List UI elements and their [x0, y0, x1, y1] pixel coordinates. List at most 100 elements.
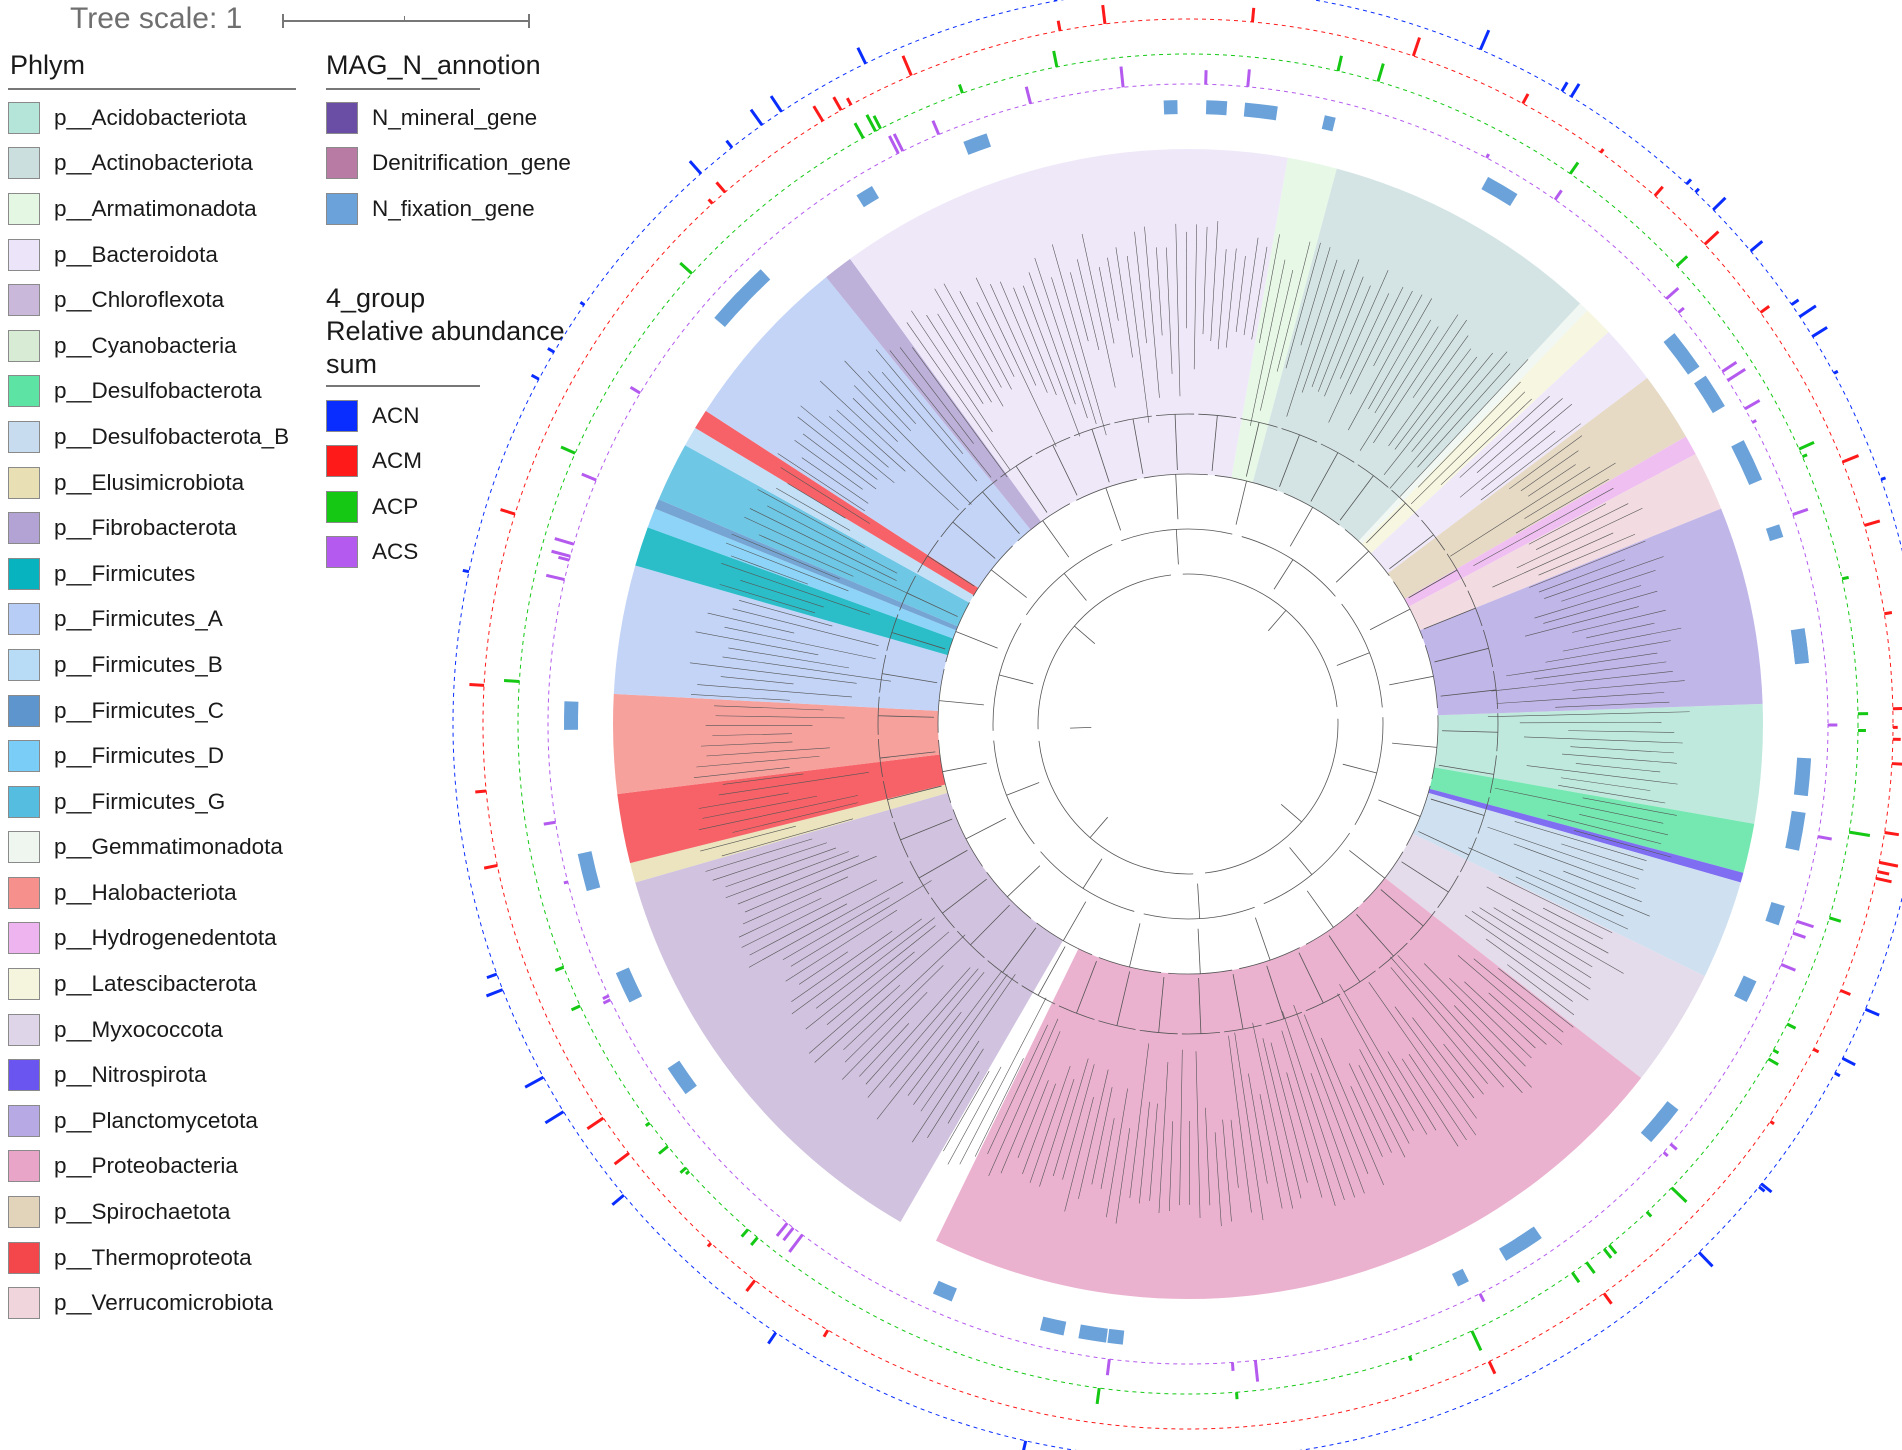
internal-branch — [1267, 610, 1287, 632]
internal-branch — [1281, 428, 1318, 443]
n-fixation-block — [1243, 102, 1278, 121]
abundance-bar — [1727, 368, 1746, 382]
leaf-branch — [1443, 1043, 1484, 1095]
phylum-legend-item-label: p__Desulfobacterota — [54, 378, 262, 404]
leaf-branch — [1022, 285, 1081, 437]
leaf-branch — [1459, 395, 1550, 478]
leaf-branch — [1358, 1065, 1406, 1158]
leaf-branch — [1491, 671, 1673, 692]
abundance-bar — [1811, 326, 1828, 338]
leaf-branch — [1582, 797, 1677, 816]
abundance-bar — [865, 114, 877, 133]
abundance-bar — [888, 135, 900, 155]
leaf-branch — [1193, 224, 1198, 370]
phylum-legend-item-p-spirochaetota: p__Spirochaetota — [8, 1189, 308, 1235]
leaf-branch — [1506, 652, 1658, 677]
abundance-bar — [1798, 441, 1815, 451]
phylum-legend-item-swatch — [8, 740, 40, 773]
leaf-branch — [1107, 257, 1119, 321]
phylum-legend-item-label: p__Desulfobacterota_B — [54, 423, 290, 449]
internal-branch — [1273, 559, 1294, 590]
abundance-bar — [554, 965, 565, 972]
leaf-branch — [1423, 963, 1526, 1067]
leaf-branch — [1450, 466, 1591, 557]
internal-branch — [1298, 952, 1324, 1004]
leaf-branch — [1359, 326, 1439, 451]
leaf-branch — [1394, 348, 1472, 450]
leaf-branch — [1399, 359, 1529, 497]
abundance-bar — [1553, 189, 1563, 201]
abundance-bar — [1408, 1355, 1413, 1362]
ring-gap — [587, 815, 619, 827]
phylum-legend-item-label: p__Gemmatimonadota — [54, 834, 283, 860]
leaf-branch — [1412, 319, 1467, 399]
leaf-branch — [721, 818, 854, 857]
leaf-branch — [776, 487, 851, 531]
leaf-branch — [1301, 269, 1345, 393]
abundance-bar — [581, 472, 597, 482]
leaf-branch — [1538, 869, 1650, 917]
leaf-branch — [1347, 294, 1423, 431]
phylum-legend-item-swatch — [8, 1287, 40, 1320]
clade-p-spirochaetota — [1387, 377, 1686, 599]
phylum-legend-item-label: p__Bacteroidota — [54, 241, 218, 267]
internal-branch — [909, 860, 930, 895]
leaf-branch — [1293, 1005, 1365, 1194]
leaf-branch — [690, 694, 790, 701]
phylum-legend-item-swatch — [8, 876, 40, 909]
abundance-bar — [1235, 1392, 1239, 1400]
internal-branch — [900, 818, 953, 841]
leaf-branch — [749, 508, 897, 581]
leaf-branch — [927, 1048, 984, 1138]
leaf-branch — [1039, 1078, 1075, 1187]
leaf-branch — [1022, 1083, 1056, 1175]
n-fixation-block — [1107, 1328, 1125, 1345]
internal-branch — [1132, 418, 1144, 474]
leaf-branch — [725, 851, 849, 899]
phylum-legend-item-label: p__Fibrobacterota — [54, 515, 237, 541]
internal-branch — [1114, 415, 1152, 424]
leaf-branch — [1282, 1011, 1345, 1201]
leaf-branch — [744, 516, 912, 596]
abundance-bar — [1772, 1048, 1780, 1055]
phylum-legend-item-label: p__Acidobacteriota — [54, 104, 247, 130]
internal-branch — [1389, 534, 1434, 570]
abundance-bar — [749, 108, 764, 126]
leaf-branch — [1516, 507, 1643, 569]
abundance-bar — [485, 988, 504, 998]
leaf-branch — [1570, 746, 1674, 754]
phylum-legend-item-swatch — [8, 1150, 40, 1183]
leaf-branch — [715, 715, 845, 719]
phylum-legend-item-p-firmicutes-c: p__Firmicutes_C — [8, 688, 308, 734]
phylum-legend-item-swatch — [8, 557, 40, 590]
abundance-bar — [1571, 1271, 1581, 1284]
internal-branch — [1320, 443, 1355, 463]
abundance-bar — [1478, 1292, 1486, 1303]
abundance-bar — [832, 96, 843, 111]
n-fixation-block — [714, 292, 748, 327]
leaf-branch — [1260, 269, 1294, 411]
phylum-legend-divider — [8, 88, 296, 90]
phylum-legend-item-swatch — [8, 603, 40, 636]
n-fixation-block — [749, 269, 771, 291]
internal-branch — [1245, 422, 1260, 477]
abundance-bar — [1884, 830, 1900, 837]
leaf-branch — [732, 802, 858, 833]
leaf-branch — [1394, 1006, 1477, 1119]
phylum-legend-item-p-elusimicrobiota: p__Elusimicrobiota — [8, 460, 308, 506]
leaf-branch — [1498, 967, 1574, 1028]
leaf-branch — [731, 533, 840, 580]
phylum-legend-item-p-myxococcota: p__Myxococcota — [8, 1007, 308, 1053]
phylum-legend-item-p-firmicutes-a: p__Firmicutes_A — [8, 597, 308, 643]
n-fixation-block — [667, 1060, 697, 1095]
internal-branch — [1232, 974, 1244, 1030]
annotation-rings — [564, 100, 1812, 1345]
abundance-bar — [1744, 399, 1761, 411]
leaf-branch — [1468, 847, 1624, 917]
abundance-bar — [1685, 178, 1693, 186]
leaf-branch — [1168, 1121, 1174, 1212]
abundance-bar — [1230, 1362, 1235, 1371]
n-fixation-block — [1205, 100, 1228, 116]
leaf-branch — [1487, 711, 1690, 717]
leaf-branch — [712, 733, 793, 736]
